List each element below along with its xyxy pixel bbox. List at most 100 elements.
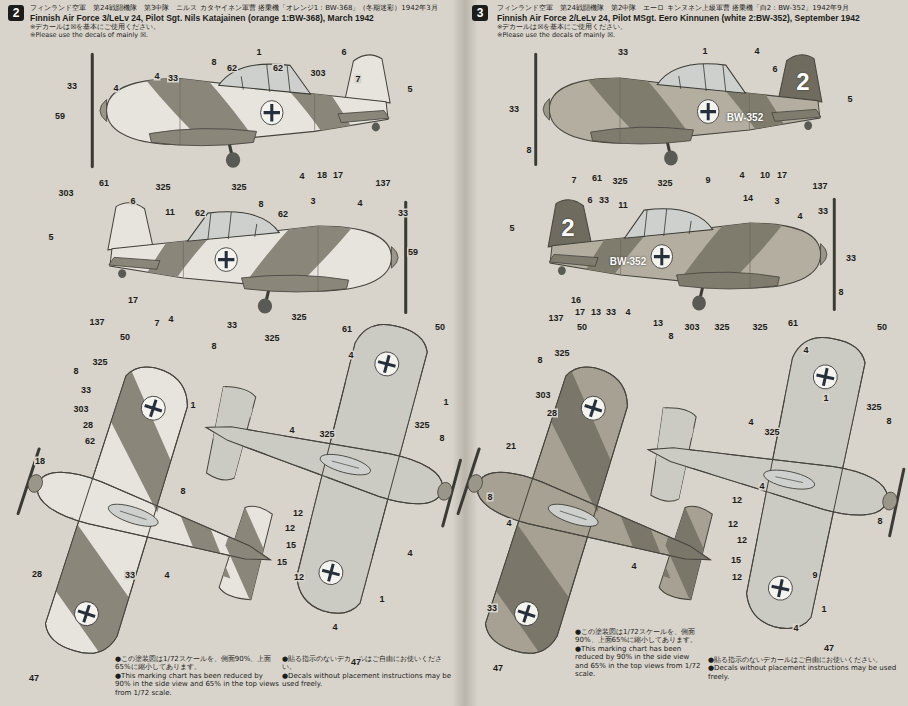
callout-number: 4: [153, 72, 160, 81]
callout-number: 62: [272, 64, 284, 73]
callout-number: 28: [31, 570, 43, 579]
callout-number: 3: [773, 197, 780, 206]
callout-number: 325: [230, 183, 247, 192]
callout-number: 4: [356, 199, 363, 208]
callout-number: 1: [820, 605, 827, 614]
callout-number: 33: [124, 571, 136, 580]
callout-number: 8: [486, 493, 493, 502]
callout-number: 5: [508, 224, 515, 233]
callout-number: 5: [47, 233, 54, 242]
callout-number: 303: [309, 69, 326, 78]
callout-number: 8: [210, 342, 217, 351]
callout-number: 33: [617, 48, 629, 57]
callout-number: 137: [547, 314, 564, 323]
decal-serial: BW-352: [610, 257, 646, 267]
callout-number: 33: [66, 82, 78, 91]
callout-number: 12: [736, 536, 748, 545]
callout-number: 11: [164, 208, 176, 217]
callout-number: 62: [84, 437, 96, 446]
footnote: ●この塗装図は1/72スケールを、側面90%、上面65%に縮小してあります。: [115, 655, 280, 672]
section-number: 3: [477, 6, 484, 20]
callout-number: 6: [129, 197, 136, 206]
callout-number: 4: [802, 346, 809, 355]
callout-number: 7: [354, 75, 361, 84]
callout-number: 18: [34, 457, 46, 466]
callout-number: 9: [704, 176, 711, 185]
footnote: ●この塗装図は1/72スケールを、側面90%、上面65%に縮小してあります。: [575, 628, 703, 645]
callout-number: 6: [586, 196, 593, 205]
callout-number: 47: [492, 664, 504, 673]
callout-number: 4: [298, 172, 305, 181]
callout-number: 61: [787, 319, 799, 328]
top-view-upper: [422, 339, 756, 703]
callout-number: 4: [331, 623, 338, 632]
side-view-left: [536, 54, 822, 165]
callout-number: 10: [759, 171, 771, 180]
callout-number: 62: [194, 209, 206, 218]
callout-number: 1: [822, 394, 829, 403]
callout-number: 8: [667, 332, 674, 341]
callout-number: 33: [167, 74, 179, 83]
callout-number: 8: [72, 367, 79, 376]
top-view-under: [167, 282, 490, 638]
callout-number: 6: [771, 65, 778, 74]
callout-number: 1: [255, 48, 262, 57]
callout-number: 47: [823, 644, 835, 653]
callout-number: 50: [576, 323, 588, 332]
callout-number: 4: [406, 549, 413, 558]
callout-number: 8: [525, 146, 532, 155]
callout-number: 325: [763, 428, 780, 437]
callout-number: 18: [316, 171, 328, 180]
callout-number: 5: [846, 95, 853, 104]
callout-number: 1: [701, 47, 708, 56]
callout-number: 137: [374, 179, 391, 188]
callout-number: 62: [277, 210, 289, 219]
heading-text-en: Finnish Air Force 2/LeLv 24, Pilot MSgt.…: [497, 13, 902, 23]
callout-number: 28: [82, 421, 94, 430]
callout-number: 137: [811, 182, 828, 191]
callout-number: 4: [753, 47, 760, 56]
callout-number: 1: [189, 401, 196, 410]
callout-number: 15: [730, 556, 742, 565]
callout-number: 1: [378, 595, 385, 604]
section-badge: 3: [472, 5, 488, 21]
callout-number: 303: [534, 391, 551, 400]
callout-number: 21: [505, 442, 517, 451]
callout-number: 16: [570, 296, 582, 305]
footnote: ●Decals without placement instructions m…: [708, 664, 902, 681]
footnote: ●貼る指示のないデカールはご自由にお使いください。: [708, 656, 902, 664]
text-column: ●この塗装図は1/72スケールを、側面90%、上面65%に縮小してあります。●T…: [115, 655, 280, 697]
callout-number: 325: [318, 430, 335, 439]
callout-number: 4: [347, 351, 354, 360]
callout-number: 303: [683, 323, 700, 332]
callout-number: 303: [72, 405, 89, 414]
callout-number: 8: [885, 417, 892, 426]
callout-number: 15: [276, 558, 288, 567]
callout-number: 8: [210, 58, 217, 67]
callout-number: 50: [876, 323, 888, 332]
callout-number: 33: [508, 105, 520, 114]
callout-number: 47: [28, 674, 40, 683]
footnote: ●貼る指示のないデカールはご自由にお使いください。: [282, 655, 452, 672]
section-badge: 2: [8, 5, 24, 21]
callout-number: 325: [611, 177, 628, 186]
callout-number: 28: [546, 409, 558, 418]
callout-number: 17: [127, 296, 139, 305]
callout-number: 4: [758, 482, 765, 491]
callout-number: 4: [630, 562, 637, 571]
callout-number: 8: [837, 288, 844, 297]
callout-number: 8: [876, 517, 883, 526]
callout-number: 5: [406, 85, 413, 94]
callout-number: 325: [413, 421, 430, 430]
decal-note: ※Please use the decals of mainly ☒.: [497, 31, 902, 39]
callout-number: 33: [817, 207, 829, 216]
callout-number: 325: [865, 403, 882, 412]
text-column: ●貼る指示のないデカールはご自由にお使いください。●Decals without…: [708, 656, 902, 681]
callout-number: 325: [553, 349, 570, 358]
callout-number: 4: [288, 426, 295, 435]
side-view-left: [92, 54, 390, 167]
decal-number: 2: [796, 70, 809, 94]
callout-number: 13: [590, 308, 602, 317]
callout-number: 33: [80, 386, 92, 395]
